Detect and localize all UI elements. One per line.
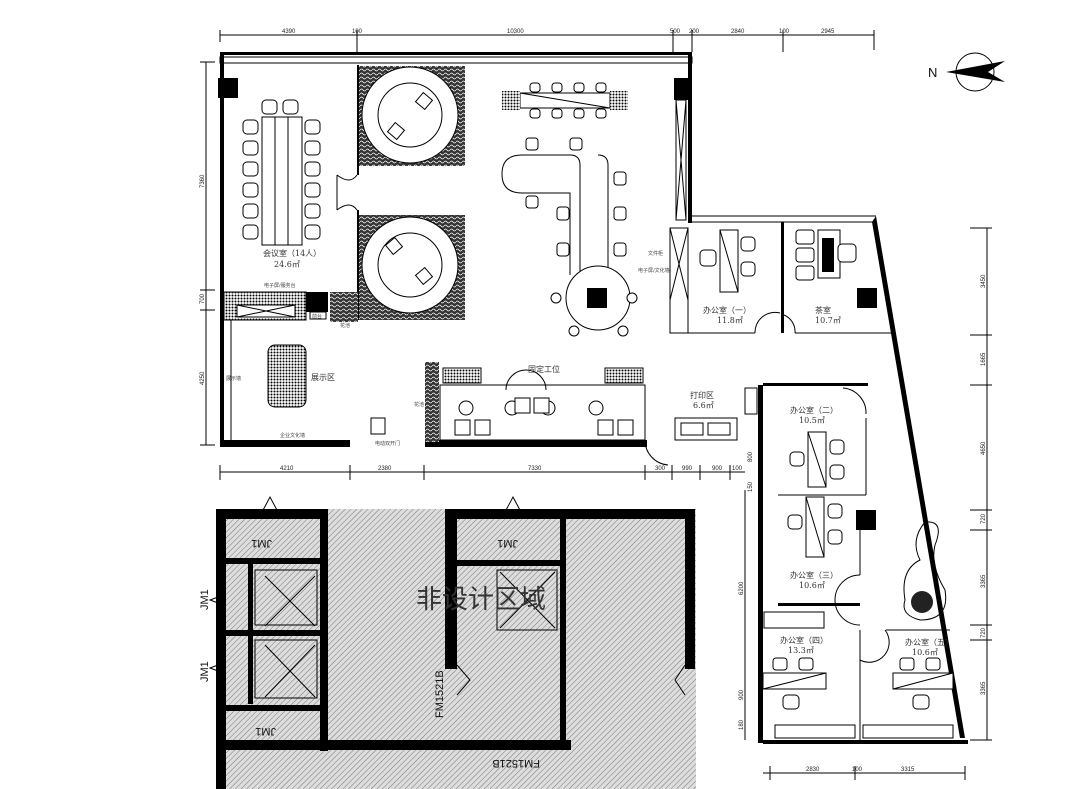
room-area: 6.6㎡ bbox=[693, 401, 714, 410]
dim-label: 100 bbox=[732, 466, 743, 472]
screen-label: 电子屏/服务台 bbox=[264, 282, 296, 289]
room-name: 办公室（一） bbox=[703, 305, 751, 315]
dim-label: 10300 bbox=[507, 29, 524, 35]
dim-label: 100 bbox=[852, 767, 863, 773]
dim-label: 720 bbox=[981, 513, 987, 524]
dim-label: 2945 bbox=[821, 29, 835, 35]
room-name: 打印区 bbox=[690, 390, 714, 400]
south-zone: 展示区 展示墙 企业文化墙 电动双开门 花池 固定工位 打印区 6.6㎡ bbox=[226, 344, 758, 466]
room-name: 茶室 bbox=[815, 305, 831, 315]
planter2-label: 花池 bbox=[414, 401, 424, 408]
open-office bbox=[501, 82, 638, 337]
chair-icon bbox=[242, 99, 321, 240]
dim-label: 100 bbox=[352, 29, 363, 35]
door-code: JM1 bbox=[199, 661, 211, 682]
dim-label: 7360 bbox=[200, 174, 206, 188]
room-area: 13.3㎡ bbox=[788, 646, 814, 655]
room-name: 办公室（三） bbox=[790, 570, 838, 580]
door-code: JM1 bbox=[251, 537, 272, 549]
door-label: 电动双开门 bbox=[375, 440, 400, 447]
dim-label: 990 bbox=[682, 466, 693, 472]
dim-label: 2380 bbox=[378, 466, 392, 472]
front-label: 前台 bbox=[312, 313, 322, 320]
dim-label: 3450 bbox=[981, 274, 987, 288]
left-dimensions: 7360 700 4250 bbox=[200, 61, 215, 446]
dim-label: 150 bbox=[748, 481, 754, 492]
fire-door-code: FM1521B bbox=[434, 670, 446, 718]
dim-label: 4650 bbox=[981, 441, 987, 455]
chair-icon bbox=[529, 82, 607, 119]
chair-icon bbox=[525, 137, 627, 257]
dim-label: 6200 bbox=[739, 581, 745, 595]
dim-label: 2830 bbox=[806, 767, 820, 773]
dim-label: 900 bbox=[712, 466, 723, 472]
dim-label: 4390 bbox=[282, 29, 296, 35]
dim-label: 3315 bbox=[901, 767, 915, 773]
cabinet-labels: 电子屏/文化墙 文件柜 bbox=[638, 250, 670, 274]
room-name: 办公室（四） bbox=[780, 635, 828, 645]
planter-label: 花池 bbox=[340, 322, 350, 329]
dim-label: 100 bbox=[779, 29, 790, 35]
meeting-room: 会议室（14人） 24.6㎡ 电子屏/服务台 前台 花池 bbox=[223, 99, 358, 329]
dim-label: 700 bbox=[200, 293, 206, 304]
north-offices: 办公室（一） 11.8㎡ 茶室 10.7㎡ bbox=[669, 215, 965, 738]
fixed-ws-label: 固定工位 bbox=[528, 364, 560, 374]
non-design-title: 非设计区域 bbox=[416, 585, 546, 615]
room-name: 会议室（14人） bbox=[263, 248, 321, 258]
screen2-label: 电子屏/文化墙 bbox=[638, 267, 670, 274]
room-area: 10.6㎡ bbox=[912, 648, 938, 657]
walls-upper bbox=[218, 52, 693, 447]
non-design-area: 非设计区域 JM1 JM1 JM1 JM1 JM1 FM1521B FM1521… bbox=[199, 495, 696, 789]
display-label: 展示区 bbox=[311, 373, 335, 382]
bottom-dimensions: 4210 2380 7330 300 990 900 100 bbox=[219, 465, 745, 480]
room-area: 11.8㎡ bbox=[717, 316, 743, 325]
door-code: JM1 bbox=[497, 537, 518, 549]
dim-label: 900 bbox=[739, 689, 745, 700]
room-name: 办公室（二） bbox=[790, 405, 838, 415]
dim-label: 180 bbox=[739, 719, 745, 730]
fire-door-code: FM1521B bbox=[492, 757, 540, 769]
room-area: 10.6㎡ bbox=[799, 581, 825, 590]
discussion-pods bbox=[359, 66, 465, 320]
culture-wall-label: 企业文化墙 bbox=[280, 432, 305, 439]
dim-label: 500 bbox=[670, 29, 681, 35]
dim-label: 7330 bbox=[528, 466, 542, 472]
dim-label: 720 bbox=[981, 627, 987, 638]
dim-label: 4250 bbox=[200, 371, 206, 385]
dim-label: 2840 bbox=[731, 29, 745, 35]
cabinet-label: 文件柜 bbox=[648, 250, 663, 257]
top-dimensions: 4390 100 10300 500 200 2840 100 2945 bbox=[219, 29, 875, 52]
north-label: N bbox=[928, 65, 937, 80]
room-area: 10.7㎡ bbox=[815, 316, 841, 325]
display-wall-label: 展示墙 bbox=[226, 375, 241, 382]
dim-label: 4210 bbox=[280, 466, 294, 472]
dim-label: 3365 bbox=[981, 681, 987, 695]
dim-label: 3365 bbox=[981, 574, 987, 588]
dim-label: 800 bbox=[748, 451, 754, 462]
dim-label: 200 bbox=[689, 29, 700, 35]
room-area: 24.6㎡ bbox=[274, 260, 300, 269]
door-code: JM1 bbox=[199, 589, 211, 610]
dim-label: 1665 bbox=[981, 352, 987, 366]
door-code: JM1 bbox=[255, 725, 276, 737]
room-area: 10.5㎡ bbox=[799, 416, 825, 425]
right-dimensions: 3450 1665 4650 720 3365 720 3365 bbox=[970, 227, 992, 741]
room-name: 办公室（五） bbox=[905, 637, 953, 647]
north-arrow-icon: N bbox=[928, 52, 1005, 92]
dim-label: 300 bbox=[655, 466, 666, 472]
east-offices: 办公室（二） 10.5㎡ 办公室（三） 10.6㎡ 办公室（四） 13.3㎡ 办… bbox=[739, 383, 968, 780]
